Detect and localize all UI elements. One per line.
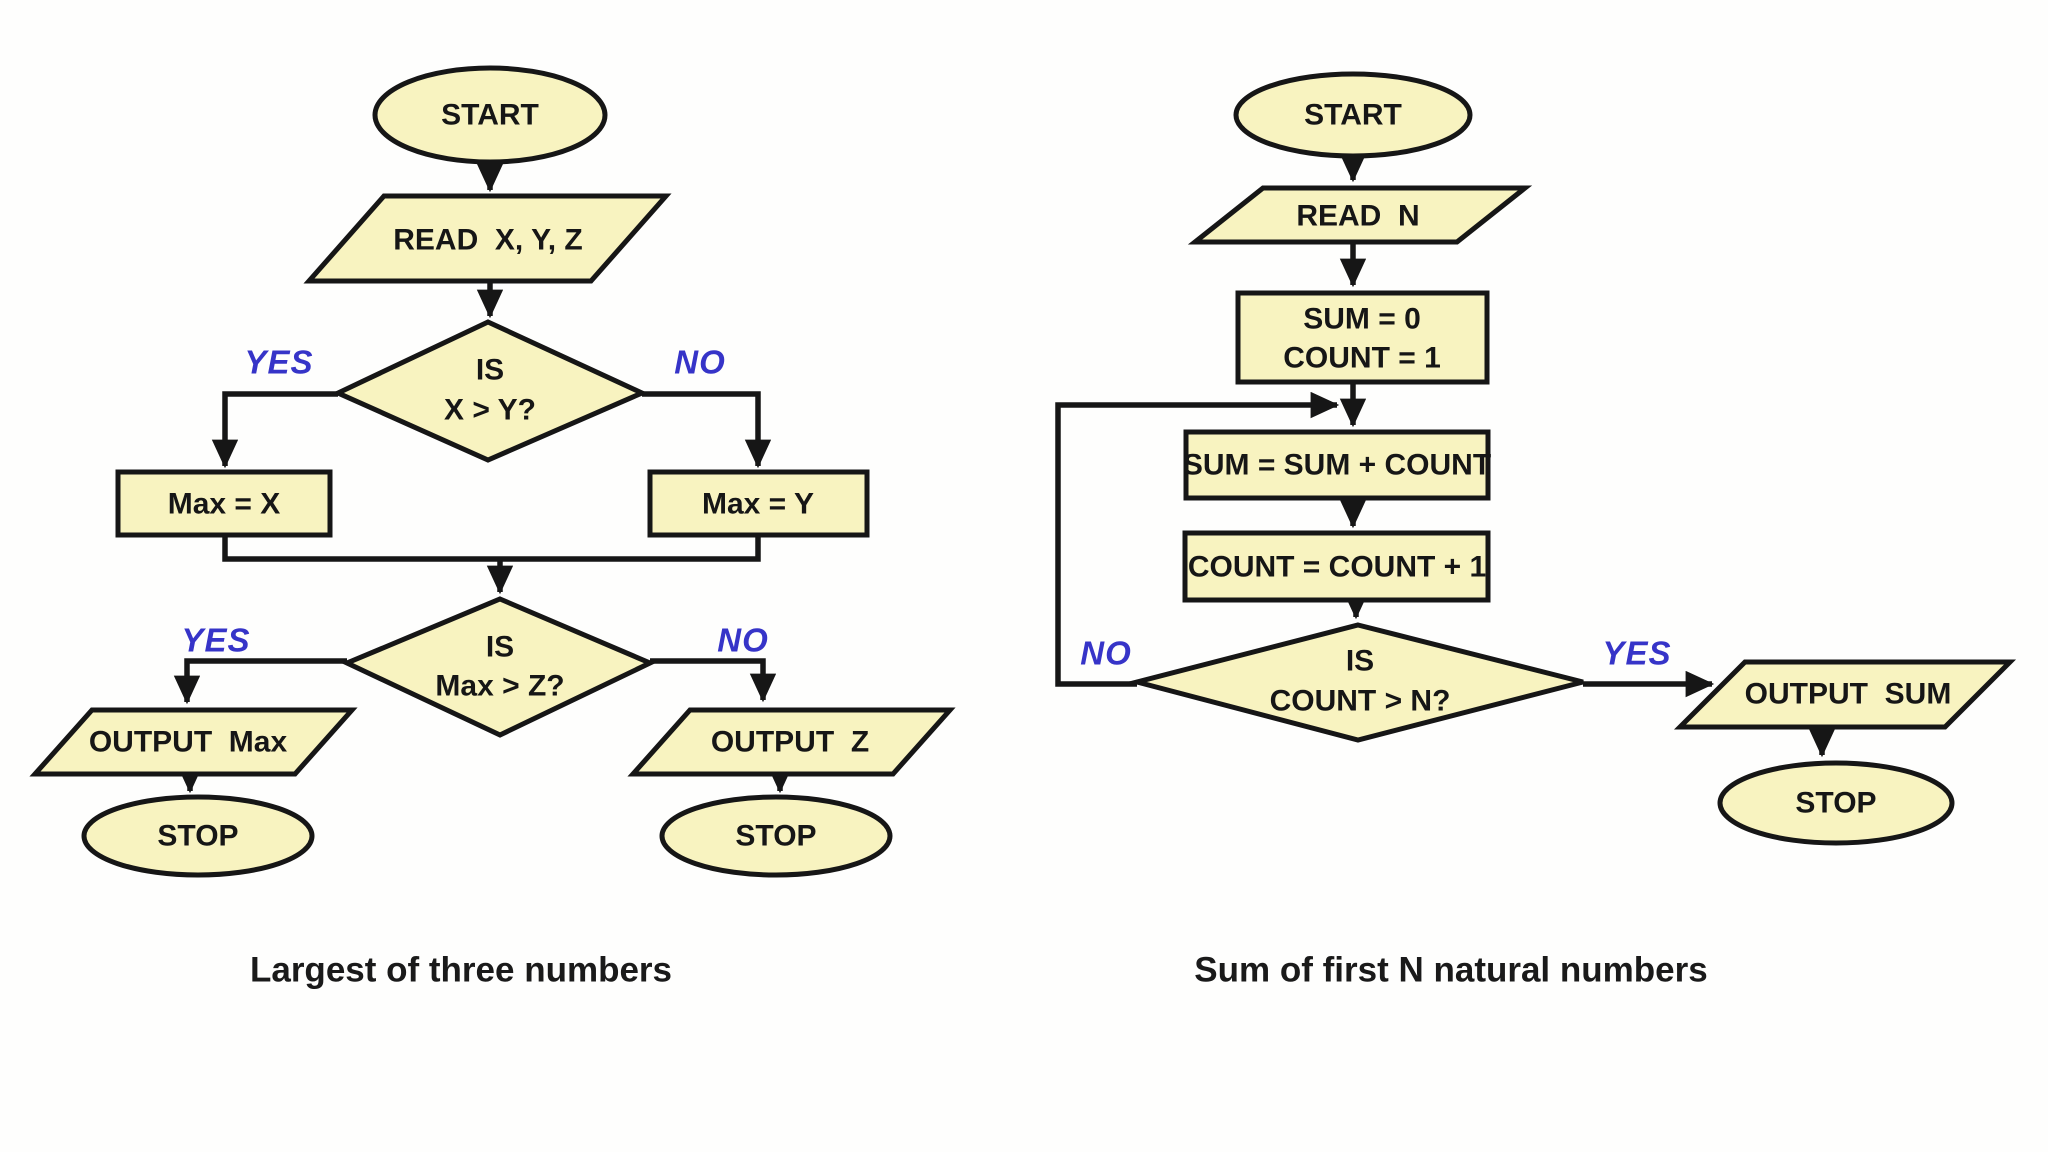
left-branch2-yes-label: YES bbox=[181, 622, 250, 659]
right-decision-diamond bbox=[1127, 622, 1584, 743]
right-read-parallelogram bbox=[1187, 185, 1533, 245]
left-branch1-no-label: NO bbox=[674, 344, 726, 381]
connector-loop-back-no bbox=[1055, 391, 1340, 687]
connector-decision1-yes bbox=[211, 391, 338, 469]
right-stop-terminator bbox=[1717, 760, 1955, 846]
right-add-process bbox=[1183, 429, 1491, 501]
right-decision-label-line2: COUNT > N? bbox=[1270, 685, 1451, 718]
left-output-z-label: OUTPUT Z bbox=[711, 726, 869, 759]
connector-join-line bbox=[222, 535, 761, 562]
left-output-z-parallelogram bbox=[627, 707, 956, 777]
right-increment-process bbox=[1182, 530, 1491, 603]
right-output-sum-parallelogram bbox=[1673, 659, 2017, 730]
left-assign-y-process bbox=[647, 469, 870, 538]
right-start-label: START bbox=[1304, 99, 1402, 132]
right-branch-no-label: NO bbox=[1080, 635, 1132, 672]
connector-decision2-yes bbox=[173, 658, 347, 705]
connector-decision2-no bbox=[650, 658, 777, 703]
left-stop-terminator-no bbox=[659, 794, 893, 878]
right-init-label-line2: COUNT = 1 bbox=[1283, 342, 1441, 375]
right-output-sum-label: OUTPUT SUM bbox=[1745, 678, 1952, 711]
left-decision1-label-line1: IS bbox=[476, 354, 504, 387]
left-read-parallelogram bbox=[303, 193, 672, 284]
left-output-max-parallelogram bbox=[29, 707, 358, 777]
left-decision1-diamond bbox=[332, 319, 649, 463]
left-stop-yes-label: STOP bbox=[157, 820, 238, 853]
left-read-label: READ X, Y, Z bbox=[393, 224, 583, 257]
flowchart-right: START READ N SUM = 0 COUNT = 1 SUM = SUM… bbox=[1055, 71, 2017, 846]
right-branch-yes-label: YES bbox=[1602, 635, 1671, 672]
right-decision-label-line1: IS bbox=[1346, 645, 1374, 678]
left-assign-x-process bbox=[115, 469, 333, 538]
right-read-label: READ N bbox=[1296, 200, 1419, 233]
left-stop-no-label: STOP bbox=[735, 820, 816, 853]
left-assign-x-label: Max = X bbox=[168, 488, 281, 521]
left-assign-y-label: Max = Y bbox=[702, 488, 814, 521]
flowchart-left: START READ X, Y, Z IS X > Y? YES NO Max … bbox=[29, 65, 956, 878]
right-flowchart-caption: Sum of first N natural numbers bbox=[1194, 951, 1707, 990]
left-branch1-yes-label: YES bbox=[244, 344, 313, 381]
right-stop-label: STOP bbox=[1795, 787, 1876, 820]
connector-decision1-no bbox=[642, 391, 772, 469]
left-stop-terminator-yes bbox=[81, 794, 315, 878]
left-start-label: START bbox=[441, 99, 539, 132]
left-start-terminator bbox=[372, 65, 608, 165]
right-start-terminator bbox=[1233, 71, 1473, 159]
left-branch2-no-label: NO bbox=[717, 622, 769, 659]
right-init-label-line1: SUM = 0 bbox=[1303, 303, 1421, 336]
left-output-max-label: OUTPUT Max bbox=[89, 726, 288, 759]
right-init-process bbox=[1235, 290, 1490, 385]
right-add-label: SUM = SUM + COUNT bbox=[1183, 449, 1491, 482]
left-decision2-label-line2: Max > Z? bbox=[435, 670, 564, 703]
left-decision2-label-line1: IS bbox=[486, 631, 514, 664]
left-decision2-diamond bbox=[340, 596, 657, 738]
left-flowchart-caption: Largest of three numbers bbox=[250, 951, 672, 990]
left-decision1-label-line2: X > Y? bbox=[444, 394, 536, 427]
right-increment-label: COUNT = COUNT + 1 bbox=[1188, 551, 1486, 584]
